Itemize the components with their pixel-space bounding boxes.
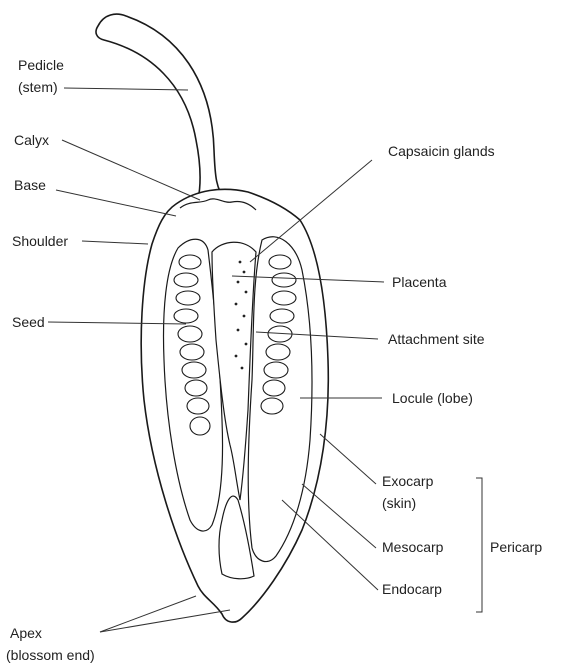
locule-label: Locule (lobe) — [392, 390, 473, 406]
seed-mark — [270, 309, 294, 323]
pericarp-label: Pericarp — [490, 539, 542, 555]
gland-dot — [237, 329, 240, 332]
seed-mark — [190, 417, 210, 435]
endocarp-leader — [282, 500, 378, 590]
base-label: Base — [14, 177, 46, 193]
mesocarp-label: Mesocarp — [382, 539, 444, 555]
pedicle-stem — [96, 14, 226, 204]
apex-sublabel: (blossom end) — [6, 647, 95, 663]
calyx-label: Calyx — [14, 132, 49, 148]
pedicle-leader — [64, 88, 188, 90]
seed-mark — [272, 291, 296, 305]
gland-dot — [235, 303, 238, 306]
mesocarp-leader — [302, 484, 376, 548]
seed-mark — [266, 344, 290, 360]
exocarp-label: Exocarp — [382, 473, 434, 489]
placenta-label: Placenta — [392, 274, 447, 290]
seed-label: Seed — [12, 314, 45, 330]
seed-mark — [176, 291, 200, 305]
gland-dot — [241, 367, 244, 370]
seed-mark — [182, 362, 206, 378]
seed-mark — [174, 273, 198, 287]
capsaicin-glands-label: Capsaicin glands — [388, 143, 495, 159]
gland-dot — [245, 343, 248, 346]
apex-label: Apex — [10, 625, 42, 641]
endocarp-label: Endocarp — [382, 581, 442, 597]
pericarp-bracket — [476, 478, 482, 612]
seed-mark — [263, 380, 285, 396]
shoulder-leader — [82, 241, 148, 244]
seed-mark — [264, 362, 288, 378]
seed-mark — [180, 344, 204, 360]
gland-dot — [243, 315, 246, 318]
gland-dot — [243, 271, 246, 274]
gland-dot — [239, 261, 242, 264]
base-leader — [56, 190, 176, 216]
pedicle-sublabel: (stem) — [18, 79, 58, 95]
gland-dot — [237, 281, 240, 284]
seed-mark — [187, 398, 209, 414]
attachment-site-label: Attachment site — [388, 331, 485, 347]
exocarp-sublabel: (skin) — [382, 495, 416, 511]
apex-leader-b — [100, 610, 230, 632]
seed-mark — [185, 380, 207, 396]
exocarp-leader — [320, 434, 376, 484]
seed-mark — [261, 398, 283, 414]
seed-mark — [179, 255, 201, 269]
gland-dot — [245, 291, 248, 294]
gland-dot — [235, 355, 238, 358]
calyx-leader — [62, 140, 200, 200]
seed-mark — [269, 255, 291, 269]
seed-mark — [174, 309, 198, 323]
seed-mark — [178, 326, 202, 342]
seed-mark — [272, 273, 296, 287]
pedicle-label: Pedicle — [18, 57, 64, 73]
apex-leader-a — [100, 596, 196, 632]
shoulder-label: Shoulder — [12, 233, 68, 249]
